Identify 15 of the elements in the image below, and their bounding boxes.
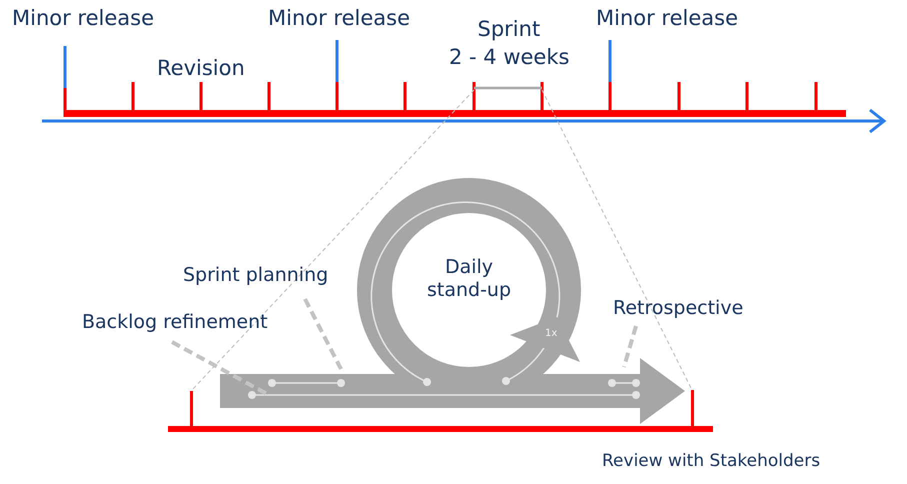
release-label: Minor release: [596, 6, 738, 32]
duration-label: 2 - 4 weeks: [449, 45, 570, 70]
leader-line: [622, 325, 638, 368]
revision-label: Revision: [157, 56, 245, 82]
step-label: Retrospective: [613, 297, 744, 320]
release-label: Minor release: [268, 6, 410, 32]
step-label: Backlog refinement: [82, 311, 268, 334]
repeat-count: 1x: [545, 328, 558, 340]
activity-label: Daily stand-up: [426, 256, 512, 302]
leader-line: [171, 340, 268, 396]
step-label: Sprint planning: [183, 264, 328, 287]
sprint-label: Sprint: [478, 17, 540, 42]
review-label: Review with Stakeholders: [602, 451, 820, 472]
leader-line: [303, 298, 343, 370]
release-label: Minor release: [12, 6, 154, 32]
